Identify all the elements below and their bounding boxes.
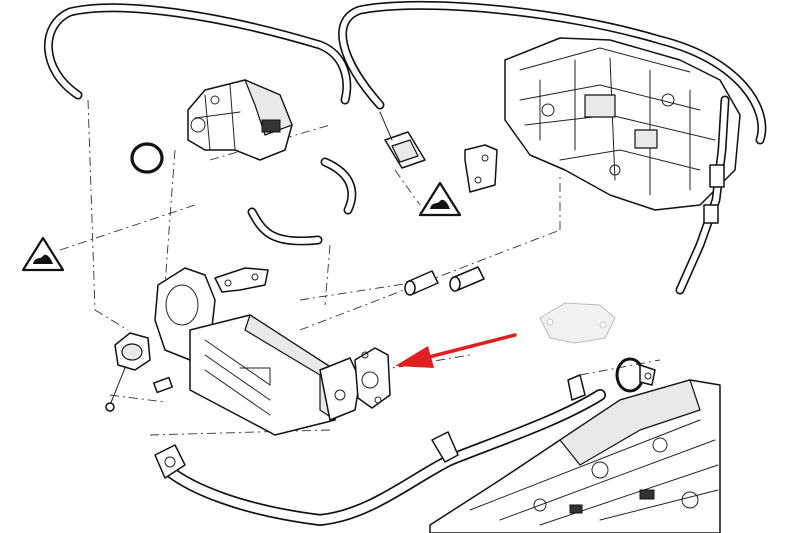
vacuum-actuator [105, 332, 173, 412]
gasket-indicated [354, 347, 391, 409]
dipstick-tube [675, 95, 730, 295]
blanking-plate [539, 302, 616, 344]
engine-block [504, 37, 741, 211]
sensor-connector [379, 111, 426, 169]
vacuum-line [44, 0, 767, 145]
egr-cooler [154, 267, 361, 436]
cooler-bracket [214, 267, 269, 293]
indicator-arrow [395, 333, 517, 368]
intake-manifold [429, 379, 721, 533]
coolant-hose-upper [320, 157, 357, 215]
mounting-bracket [464, 144, 498, 193]
egr-pipe [154, 374, 606, 526]
hose-connector-a [404, 270, 439, 296]
warning-triangle-icon [418, 181, 462, 217]
egr-valve [187, 79, 293, 161]
coolant-hose-lower [247, 207, 323, 246]
pipe-clamp [615, 357, 656, 393]
warning-triangle-icon [21, 236, 65, 272]
o-ring-seal [130, 142, 164, 174]
hose-connector-b [449, 266, 485, 292]
